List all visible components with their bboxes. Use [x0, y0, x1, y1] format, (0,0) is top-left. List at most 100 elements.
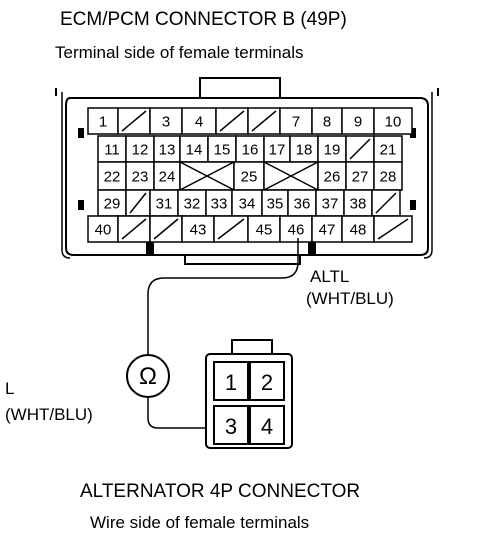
pin-cell: 17 — [263, 135, 291, 163]
pin-cell: 8 — [311, 107, 343, 135]
pin-cell: 13 — [153, 135, 181, 163]
empty-pin-slot — [371, 189, 401, 217]
ohmmeter-icon: Ω — [126, 354, 170, 398]
alternator-pin-2: 2 — [261, 370, 273, 395]
pin-cell: 22 — [97, 161, 127, 191]
pin-cell: 12 — [125, 135, 155, 163]
blocked-pin-slot — [263, 161, 319, 191]
probe-name-label: L — [5, 379, 14, 398]
pin-cell: 34 — [231, 189, 263, 217]
pin-cell: 38 — [343, 189, 373, 217]
pin-number: 16 — [242, 142, 259, 159]
ohm-symbol: Ω — [139, 363, 157, 390]
pin-cell: 35 — [261, 189, 289, 217]
pin-cell: 45 — [247, 215, 281, 243]
pin-cell: 3 — [149, 107, 183, 135]
pin-cell: 37 — [315, 189, 345, 217]
pin-number: 10 — [385, 114, 402, 131]
altl-signal-name: ALTL — [310, 267, 349, 286]
pin-cell: 24 — [153, 161, 181, 191]
empty-pin-slot — [215, 107, 249, 135]
pin-cell: 19 — [317, 135, 347, 163]
pin-cell: 4 — [181, 107, 217, 135]
pin-number: 45 — [256, 222, 273, 239]
empty-pin-slot — [373, 215, 413, 243]
pin-number: 7 — [292, 114, 300, 131]
pin-cell: 40 — [87, 215, 119, 243]
pin-cell: 27 — [345, 161, 375, 191]
pin-number: 9 — [354, 114, 362, 131]
pin-number: 14 — [186, 142, 203, 159]
empty-pin-slot — [149, 215, 183, 243]
pin-cell: 31 — [149, 189, 179, 217]
pin-cell: 11 — [97, 135, 127, 163]
pin-number: 40 — [95, 222, 112, 239]
pin-cell: 10 — [373, 107, 413, 135]
alternator-pin-4: 4 — [261, 414, 273, 439]
pin-number: 24 — [159, 169, 176, 186]
pin-number: 8 — [323, 114, 331, 131]
pin-number: 17 — [269, 142, 286, 159]
pin-number: 3 — [162, 114, 170, 131]
pin-cell: 9 — [341, 107, 375, 135]
pin-number: 12 — [132, 142, 149, 159]
alternator-connector — [205, 339, 293, 449]
pin-number: 13 — [159, 142, 176, 159]
pin-number: 1 — [99, 114, 107, 131]
alternator-pin-3: 3 — [225, 414, 237, 439]
pin-number: 15 — [214, 142, 231, 159]
pin-number: 46 — [288, 222, 305, 239]
empty-pin-slot — [125, 189, 151, 217]
probe-wire-color: (WHT/BLU) — [5, 405, 93, 424]
pin-cell: 25 — [233, 161, 265, 191]
alternator-connector-title: ALTERNATOR 4P CONNECTOR — [80, 481, 360, 502]
empty-pin-slot — [213, 215, 249, 243]
pin-number: 22 — [104, 169, 121, 186]
pin-number: 34 — [239, 196, 256, 213]
pin-cell: 26 — [317, 161, 347, 191]
pin-cell: 32 — [177, 189, 207, 217]
pin-number: 35 — [267, 196, 284, 213]
pin-number: 21 — [380, 142, 397, 159]
empty-pin-slot — [117, 215, 151, 243]
pin-number: 27 — [352, 169, 369, 186]
pin-cell: 29 — [97, 189, 127, 217]
pin-cell: 18 — [289, 135, 319, 163]
blocked-pin-slot — [179, 161, 235, 191]
pin-cell: 21 — [373, 135, 403, 163]
pin-cell: 14 — [179, 135, 209, 163]
pin-cell: 43 — [181, 215, 215, 243]
pin-number: 26 — [324, 169, 341, 186]
pin-number: 23 — [132, 169, 149, 186]
pin-cell: 16 — [235, 135, 265, 163]
pin-cell: 23 — [125, 161, 155, 191]
pin-number: 25 — [241, 169, 258, 186]
ecm-connector-subtitle: Terminal side of female terminals — [55, 43, 303, 62]
ecm-connector-title: ECM/PCM CONNECTOR B (49P) — [60, 9, 347, 30]
pin-number: 36 — [294, 196, 311, 213]
probe-wire — [147, 238, 299, 429]
pin-cell: 46 — [279, 215, 313, 243]
pin-number: 29 — [104, 196, 121, 213]
pin-number: 33 — [211, 196, 228, 213]
pin-number: 31 — [156, 196, 173, 213]
pin-number: 18 — [296, 142, 313, 159]
alternator-pin-1: 1 — [225, 370, 237, 395]
pin-cell: 36 — [287, 189, 317, 217]
empty-pin-slot — [345, 135, 375, 163]
pin-number: 32 — [184, 196, 201, 213]
pin-number: 11 — [104, 142, 120, 159]
pin-cell: 15 — [207, 135, 237, 163]
pin-number: 19 — [324, 142, 341, 159]
pin-cell: 7 — [279, 107, 313, 135]
empty-pin-slot — [117, 107, 151, 135]
pin-number: 4 — [195, 114, 203, 131]
empty-pin-slot — [247, 107, 281, 135]
ecm-connector-housing — [55, 77, 439, 265]
pin-cell: 47 — [311, 215, 343, 243]
alternator-connector-subtitle: Wire side of female terminals — [90, 513, 309, 532]
pin-number: 37 — [322, 196, 339, 213]
pin-cell: 1 — [87, 107, 119, 135]
